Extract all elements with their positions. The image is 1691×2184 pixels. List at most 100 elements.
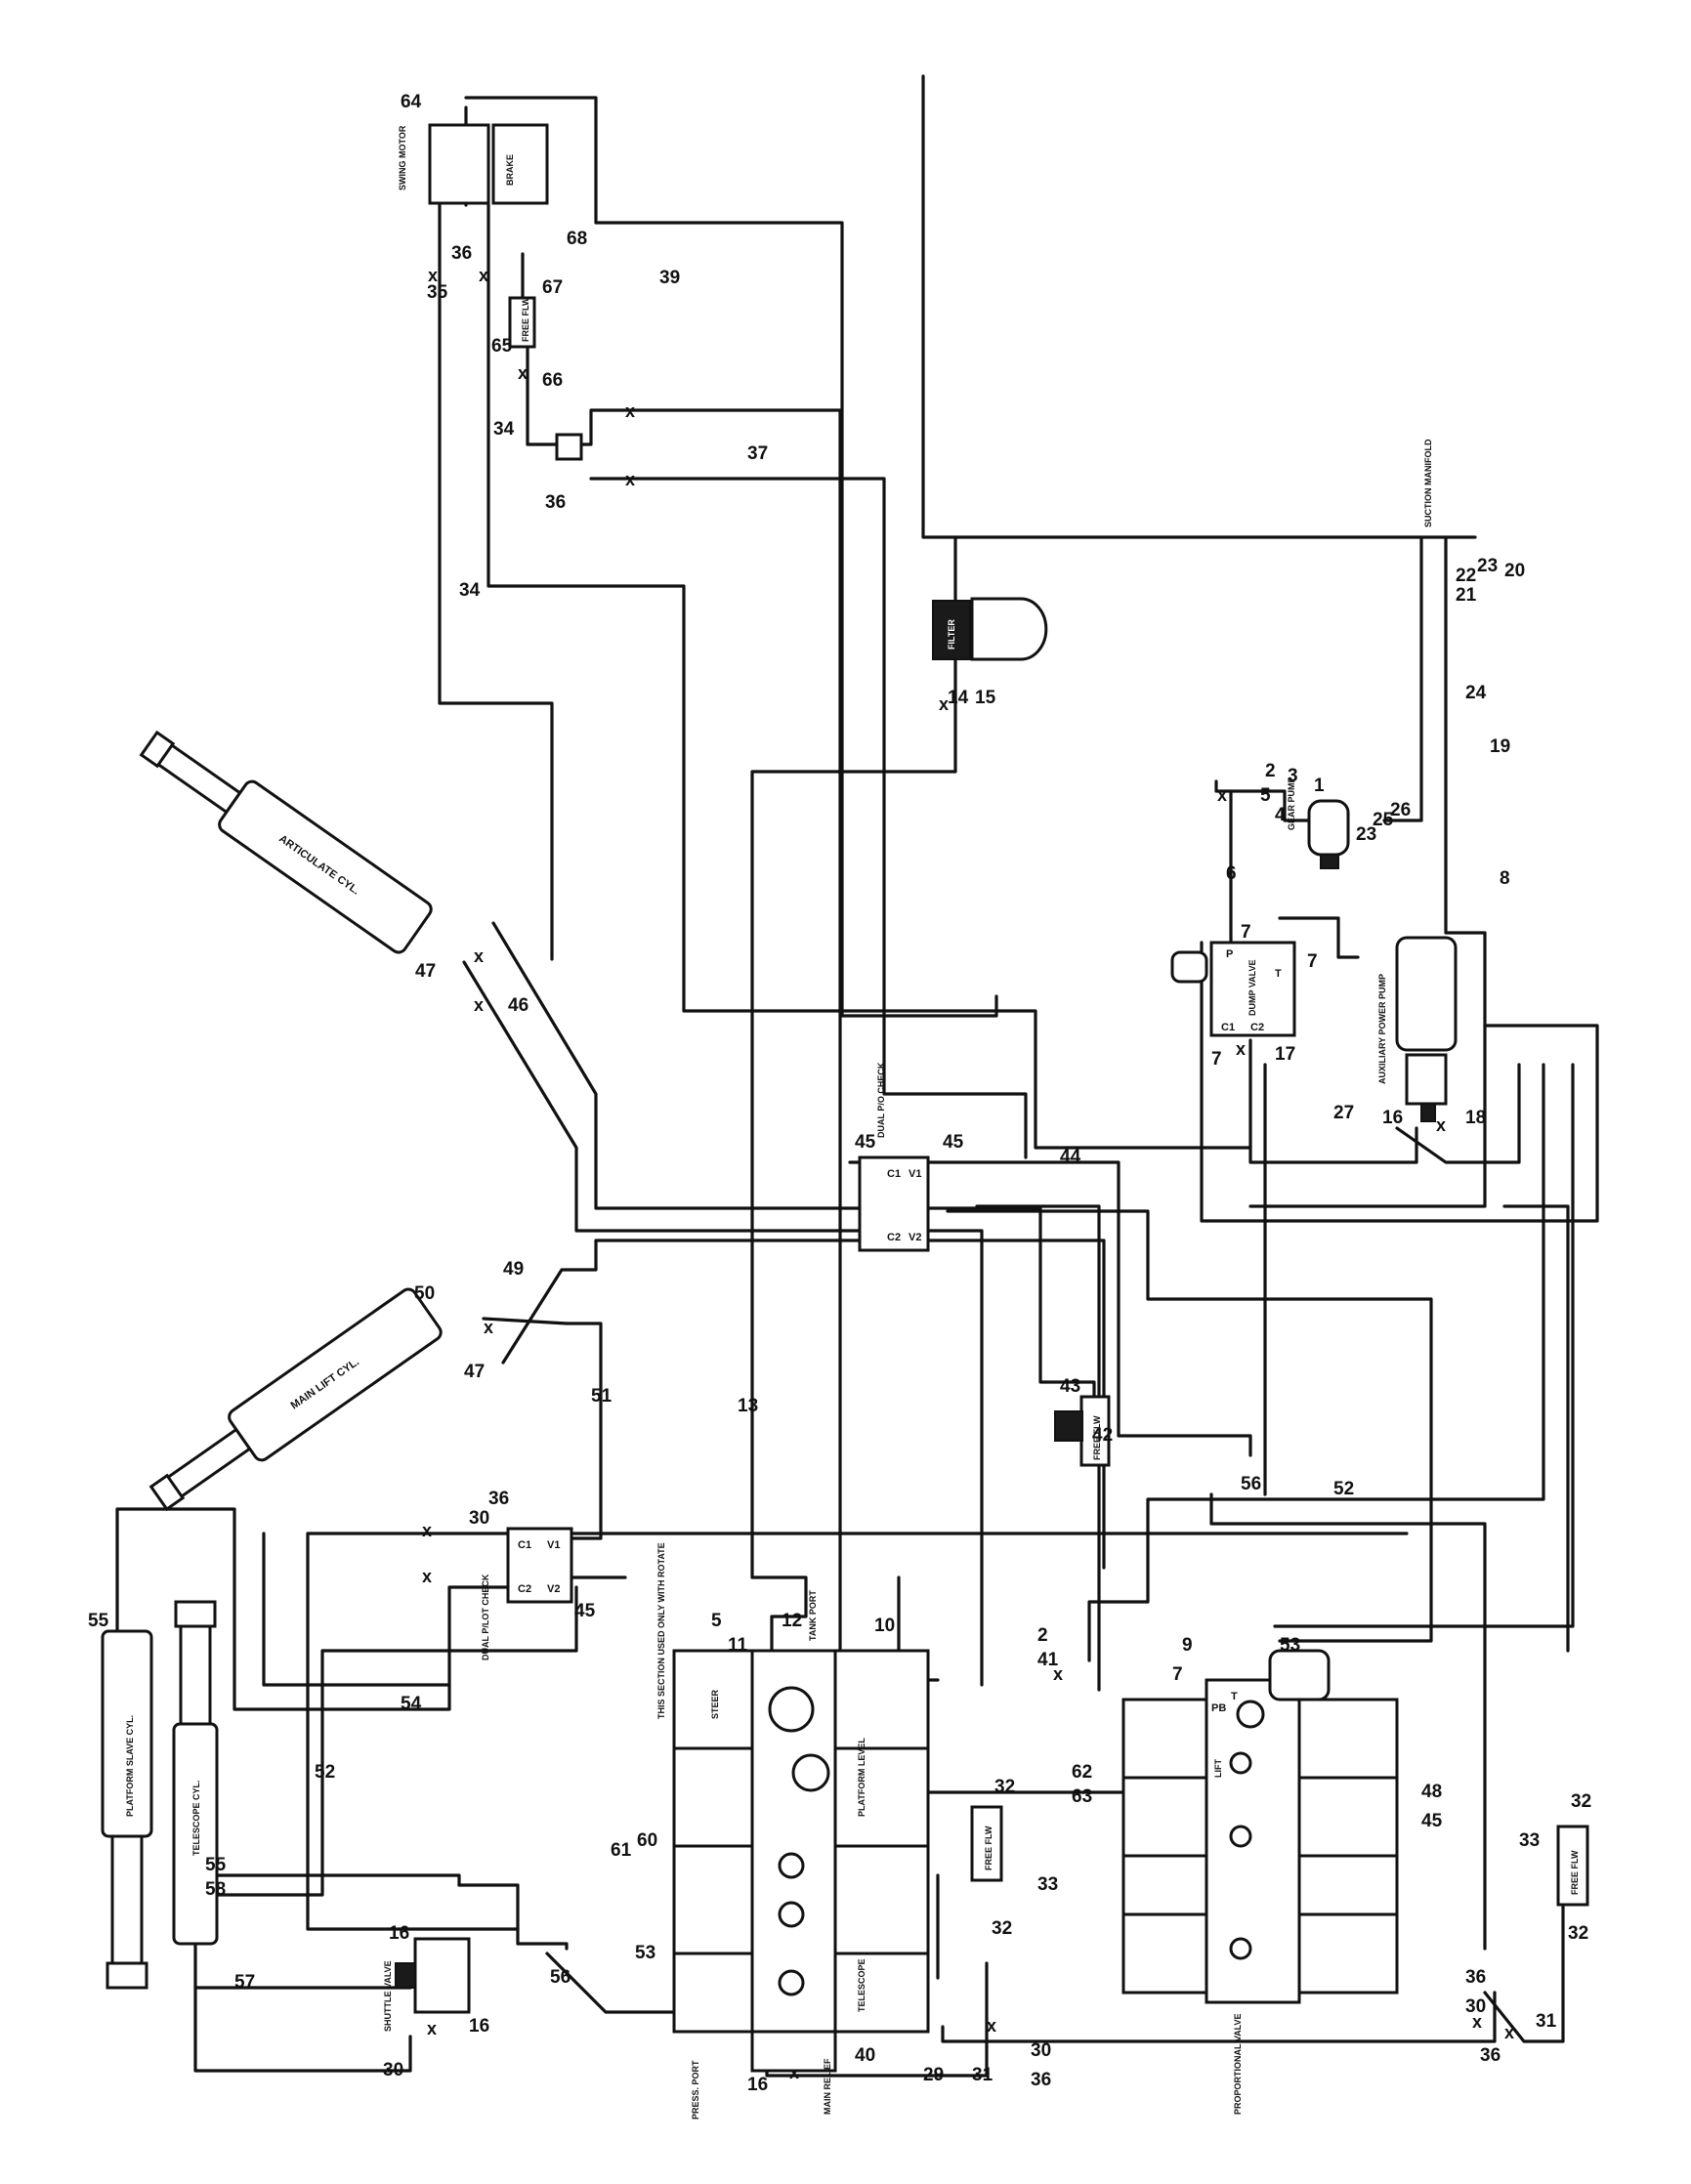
component-label: DUAL P/LOT CHECK [481, 1574, 490, 1660]
callout-number: 36 [1465, 1967, 1486, 1988]
callout-number: 47 [415, 961, 436, 982]
callout-number: 30 [469, 1508, 489, 1529]
component-label: DUAL P/O CHECK [876, 1062, 886, 1138]
callout-number: 2 [1265, 761, 1276, 781]
callout-number: 2 [1037, 1625, 1048, 1646]
dual-pilot-check-lower: DUAL P/LOT CHECK C1 V1 C2 V2 [481, 1527, 573, 1660]
callout-number: 30 [383, 2060, 403, 2080]
callout-number: 10 [874, 1616, 895, 1636]
callout-number: 52 [315, 1762, 335, 1783]
callout-number: 12 [782, 1611, 802, 1631]
svg-text:x: x [428, 266, 438, 285]
callout-number: 7 [1211, 1049, 1222, 1070]
callout-number: 67 [542, 277, 563, 298]
svg-text:x: x [939, 694, 949, 714]
callout-number: 16 [469, 2016, 489, 2037]
svg-text:x: x [1472, 2012, 1482, 2032]
component-label: FREE FLW [1092, 1415, 1102, 1460]
callout-number: 15 [975, 688, 996, 708]
callout-number: 18 [1465, 1108, 1486, 1128]
callout-number: 9 [1182, 1635, 1193, 1656]
free-flow-valve-lower-right: FREE FLW [1556, 1825, 1589, 1907]
dump-valve-label: DUMP VALVE [1247, 959, 1257, 1016]
svg-text:x: x [427, 2019, 437, 2038]
swing-motor-label: SWING MOTOR [398, 125, 407, 190]
component-label: STEER [710, 1689, 720, 1719]
callout-number: 30 [1031, 2040, 1051, 2061]
callout-number: 45 [943, 1132, 964, 1153]
svg-text:x: x [1053, 1664, 1063, 1684]
callout-number: 30 [1465, 1996, 1486, 2017]
callout-number: 56 [1241, 1474, 1261, 1494]
callout-number: 50 [414, 1283, 435, 1304]
component-label: TELESCOPE [857, 1958, 867, 2012]
component-label: LIFT [1213, 1759, 1223, 1778]
component-label: C2 [887, 1232, 901, 1243]
svg-text:x: x [422, 1567, 432, 1586]
shuttle-valve: SHUTTLE VALVE [383, 1937, 471, 2032]
component-label: TELESCOPE CYL. [191, 1780, 201, 1856]
callout-number: 55 [88, 1611, 109, 1631]
callout-number: 45 [1421, 1811, 1443, 1831]
component-label: TANK PORT [808, 1590, 818, 1641]
callout-number: 39 [659, 268, 680, 288]
aux-pump-label: AUXILIARY POWER PUMP [1377, 974, 1387, 1084]
component-label: PRESS. PORT [691, 2060, 700, 2120]
callout-number: 16 [1382, 1108, 1403, 1128]
component-label: V2 [909, 1232, 921, 1243]
callout-number: 33 [1037, 1874, 1058, 1895]
component-label: V2 [547, 1583, 560, 1595]
callout-number: 41 [1037, 1650, 1059, 1670]
callout-numbers: 64 36 35 68 39 67 65 66 34 37 36 34 14 1… [88, 92, 1591, 2095]
component-label: C2 [518, 1583, 531, 1595]
callout-number: 46 [508, 995, 528, 1016]
svg-text:x: x [474, 946, 484, 966]
callout-number: 16 [747, 2075, 768, 2095]
svg-text:x: x [1436, 1115, 1446, 1135]
component-label: C1 [518, 1539, 531, 1551]
callout-number: 32 [994, 1777, 1015, 1797]
component-label: PB [1211, 1702, 1226, 1714]
component-label: T [1275, 968, 1282, 980]
callout-number: 51 [591, 1386, 613, 1407]
svg-text:x: x [422, 1521, 432, 1540]
callout-number: 49 [503, 1259, 524, 1280]
component-label: PLATFORM LEVEL [857, 1738, 867, 1817]
dump-valve: DUMP VALVE P T C1 C2 [1170, 941, 1296, 1037]
callout-number: 64 [401, 92, 422, 112]
callout-number: 20 [1504, 561, 1525, 581]
component-label: C1 [887, 1168, 901, 1180]
callout-number: 7 [1241, 922, 1251, 943]
callout-number: 55 [205, 1855, 227, 1875]
component-label: T [1231, 1691, 1238, 1702]
callout-number: 11 [728, 1635, 748, 1656]
platform-slave-cylinder: PLATFORM SLAVE CYL. [101, 1629, 153, 1990]
callout-number: 36 [488, 1489, 509, 1509]
free-flow-valve-top: FREE FLW [508, 296, 536, 349]
component-label: PROPORTIONAL VALVE [1233, 2013, 1243, 2115]
svg-text:x: x [484, 1318, 493, 1337]
telescope-cylinder: TELESCOPE CYL. [172, 1600, 219, 1946]
component-label: SHUTTLE VALVE [383, 1960, 393, 2032]
svg-text:x: x [479, 266, 488, 285]
component-label: C1 [1221, 1022, 1235, 1033]
callout-number: 61 [611, 1840, 632, 1861]
callout-number: 48 [1421, 1782, 1442, 1802]
callout-number: 17 [1275, 1044, 1295, 1065]
callout-number: 35 [427, 282, 448, 303]
component-label: FILTER [947, 619, 956, 650]
callout-number: 27 [1333, 1103, 1354, 1123]
callout-number: 42 [1092, 1425, 1113, 1446]
callout-number: 65 [491, 336, 513, 357]
callout-number: 5 [711, 1611, 722, 1631]
free-flow-valve-middle: FREE FLW [1054, 1395, 1111, 1467]
component-label: P [1226, 948, 1233, 960]
svg-text:x: x [987, 2016, 996, 2036]
svg-text:x: x [474, 995, 484, 1015]
callout-number: 68 [567, 229, 587, 249]
svg-text:x: x [1217, 785, 1227, 805]
callout-number: 1 [1314, 776, 1325, 796]
callout-number: 19 [1490, 736, 1510, 757]
